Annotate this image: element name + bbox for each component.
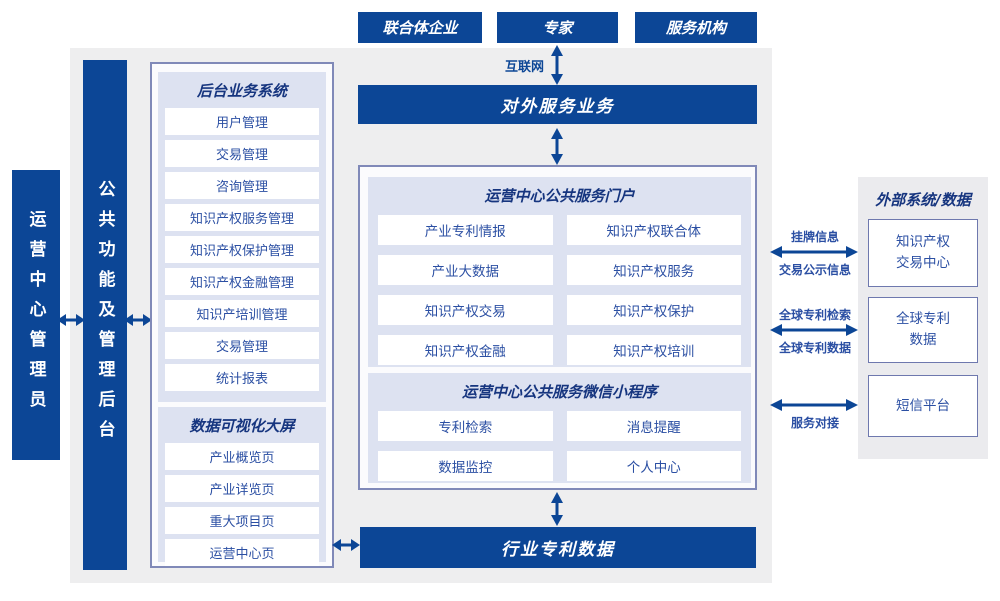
list-item: 运营中心页 — [165, 539, 319, 566]
external-service-bar: 对外服务业务 — [358, 85, 757, 124]
list-item: 产业详览页 — [165, 475, 319, 502]
backend-system-title: 后台业务系统 — [196, 82, 287, 100]
sms-arrow-icon — [770, 399, 858, 411]
list-item: 知识产权保护 — [566, 295, 741, 325]
list-item: 知识产权金融管理 — [165, 268, 319, 295]
list-item: 咨询管理 — [165, 172, 319, 199]
miniprogram-title: 运营中心公共服务微信小程序 — [461, 383, 657, 401]
miniprogram-panel: 运营中心公共服务微信小程序 专利检索消息提醒数据监控个人中心 — [368, 373, 751, 483]
backend-system-panel: 后台业务系统 用户管理交易管理咨询管理知识产权服务管理知识产权保护管理知识产权金… — [158, 72, 326, 402]
ip-trade-center-box: 知识产权 交易中心 — [868, 219, 978, 287]
list-item: 知识产权服务 — [566, 255, 741, 285]
list-item: 重大项目页 — [165, 507, 319, 534]
list-item: 统计报表 — [165, 364, 319, 391]
list-item: 知识产权交易 — [378, 295, 553, 325]
list-item: 消息提醒 — [566, 411, 741, 441]
industry-patent-data-bar: 行业专利数据 — [360, 527, 756, 568]
list-item: 交易管理 — [165, 332, 319, 359]
internet-link-arrow-icon — [551, 45, 563, 85]
backend-container: 后台业务系统 用户管理交易管理咨询管理知识产权服务管理知识产权保护管理知识产权金… — [150, 62, 334, 568]
backend-system-list: 用户管理交易管理咨询管理知识产权服务管理知识产权保护管理知识产权金融管理知识产培… — [158, 106, 326, 399]
list-item: 个人中心 — [566, 451, 741, 481]
global-patent-data-label: 全球专利数据 — [778, 341, 851, 355]
visualization-panel: 数据可视化大屏 产业概览页产业详览页重大项目页运营中心页 — [158, 407, 326, 566]
listing-info-label: 挂牌信息 — [790, 230, 839, 244]
list-item: 交易管理 — [165, 140, 319, 167]
global-patent-arrow-icon — [770, 324, 858, 336]
actor-consortium-enterprises: 联合体企业 — [358, 12, 482, 43]
list-item: 产业专利情报 — [378, 215, 553, 245]
actor-experts: 专家 — [497, 12, 618, 43]
visualization-list: 产业概览页产业详览页重大项目页运营中心页 — [158, 441, 326, 574]
list-item: 专利检索 — [378, 411, 553, 441]
trade-publicity-info-label: 交易公示信息 — [778, 263, 851, 277]
list-item: 知识产培训管理 — [165, 300, 319, 327]
visualization-title: 数据可视化大屏 — [189, 417, 295, 435]
list-item: 知识产权服务管理 — [165, 204, 319, 231]
internet-label: 互联网 — [504, 60, 544, 75]
backend-mgmt-vertical-bar: 公共功能及管理后台 — [83, 60, 127, 570]
service-center-container: 运营中心公共服务门户 产业专利情报知识产权联合体产业大数据知识产权服务知识产权交… — [358, 165, 757, 490]
external-systems-panel: 外部系统/数据 知识产权 交易中心 全球专利 数据 短信平台 — [858, 177, 988, 459]
list-item: 产业概览页 — [165, 443, 319, 470]
portal-grid: 产业专利情报知识产权联合体产业大数据知识产权服务知识产权交易知识产权保护知识产权… — [368, 211, 751, 377]
service-connection-label: 服务对接 — [790, 416, 839, 430]
portal-link-arrow-icon — [551, 128, 563, 165]
global-patent-search-label: 全球专利检索 — [778, 308, 851, 322]
list-item: 知识产权金融 — [378, 335, 553, 365]
portal-title: 运营中心公共服务门户 — [484, 187, 635, 205]
list-item: 知识产权保护管理 — [165, 236, 319, 263]
list-item: 用户管理 — [165, 108, 319, 135]
actor-service-organizations: 服务机构 — [635, 12, 757, 43]
admin-backend-arrow-icon — [57, 314, 85, 326]
trade-center-arrow-icon — [770, 246, 858, 258]
external-systems-title: 外部系统/数据 — [875, 191, 971, 209]
list-item: 知识产权联合体 — [566, 215, 741, 245]
list-item: 数据监控 — [378, 451, 553, 481]
list-item: 知识产权培训 — [566, 335, 741, 365]
portal-panel: 运营中心公共服务门户 产业专利情报知识产权联合体产业大数据知识产权服务知识产权交… — [368, 177, 751, 367]
admin-vertical-bar: 运营中心管理员 — [12, 170, 60, 460]
list-item: 产业大数据 — [378, 255, 553, 285]
backend-container-arrow-icon — [124, 314, 152, 326]
industry-data-arrow-icon — [551, 492, 563, 526]
global-patent-data-box: 全球专利 数据 — [868, 297, 978, 363]
viz-industry-arrow-icon — [332, 539, 360, 551]
miniprogram-grid: 专利检索消息提醒数据监控个人中心 — [368, 407, 751, 493]
sms-platform-box: 短信平台 — [868, 375, 978, 437]
